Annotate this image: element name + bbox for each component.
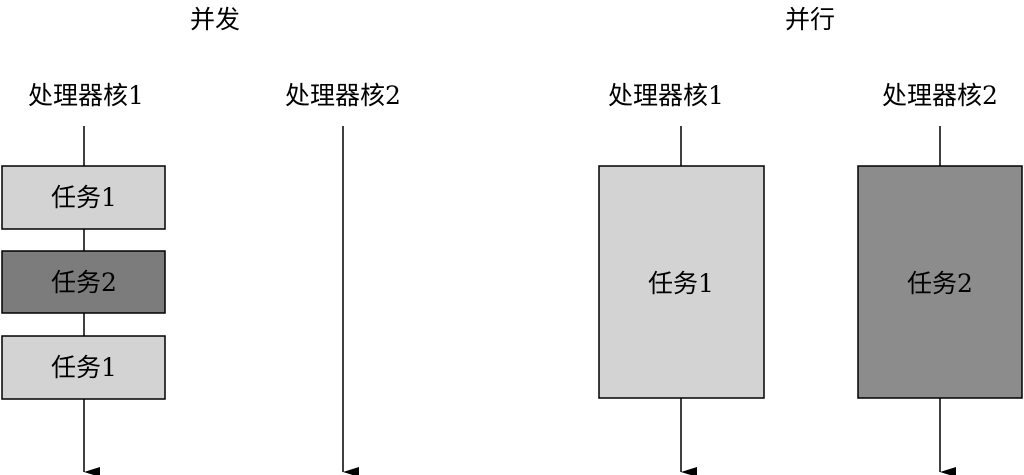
concurrent-task-2-label: 任务2 [51, 268, 117, 297]
concurrent-task-1-label: 任务1 [51, 183, 117, 212]
concurrent-core1-label: 处理器核1 [28, 81, 144, 110]
concurrent-task-2-box [1, 250, 166, 314]
parallel-task-2: 任务2 [857, 165, 1023, 399]
parallel-core1-label: 处理器核1 [608, 81, 724, 110]
concurrent-title: 并发 [190, 5, 240, 34]
concurrent-core2-label: 处理器核2 [285, 81, 401, 110]
concurrent-task-3: 任务1 [1, 335, 166, 400]
parallel-core2-label: 处理器核2 [882, 81, 998, 110]
parallel-task-2-label: 任务2 [907, 269, 973, 298]
concurrent-task-2: 任务2 [1, 250, 166, 314]
concurrent-task-3-label: 任务1 [51, 353, 117, 382]
parallel-section: 并行 处理器核1 处理器核2 任务1 任务2 [598, 5, 1023, 475]
concurrent-section: 并发 处理器核1 处理器核2 任务1 任务2 任务1 [1, 5, 401, 475]
concurrent-task-1-box [1, 165, 166, 230]
concurrent-task-3-box [1, 335, 166, 400]
concurrent-task-1: 任务1 [1, 165, 166, 230]
parallel-title: 并行 [785, 5, 835, 34]
parallel-task-1-box [598, 165, 765, 399]
parallel-task-2-box [857, 165, 1023, 399]
parallel-task-1: 任务1 [598, 165, 765, 399]
parallel-task-1-label: 任务1 [648, 269, 714, 298]
